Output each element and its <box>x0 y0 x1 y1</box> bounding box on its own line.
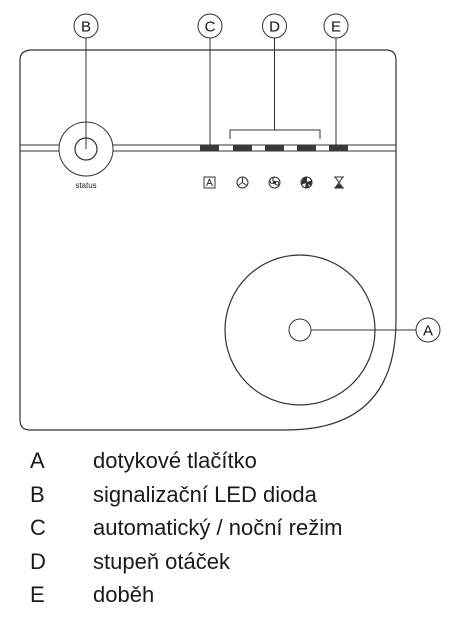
legend-letter: E <box>30 582 45 607</box>
callout-e: E <box>323 13 349 39</box>
legend-letter: B <box>30 481 45 507</box>
legend-item: A dotykové tlačítko <box>30 448 450 482</box>
status-label: status <box>75 181 96 190</box>
svg-text:E: E <box>331 19 341 36</box>
led-auto <box>200 145 219 151</box>
callout-a: A <box>415 317 441 343</box>
led-indicators <box>200 145 348 151</box>
fan-speed-2-icon <box>268 176 281 189</box>
callout-d: D <box>262 13 287 39</box>
legend-text: dotykové tlačítko <box>93 448 257 473</box>
device-diagram: status <box>19 13 441 431</box>
svg-text:A: A <box>423 323 433 340</box>
legend-letter: D <box>30 548 46 574</box>
fan-speed-3-icon <box>300 176 313 189</box>
legend-text: stupeň otáček <box>93 548 230 574</box>
svg-text:D: D <box>269 19 280 36</box>
legend-letter: A <box>30 448 45 473</box>
led-speed-2 <box>265 145 284 151</box>
legend-letter: C <box>30 515 46 540</box>
auto-mode-icon <box>203 176 216 189</box>
legend-item: D stupeň otáček <box>30 549 450 583</box>
led-overrun <box>329 145 348 151</box>
led-speed-1 <box>233 145 252 151</box>
legend-text: signalizační LED dioda <box>93 481 317 507</box>
callout-leaders <box>85 38 416 331</box>
callout-c: C <box>197 13 223 39</box>
legend-item: C automatický / noční režim <box>30 515 450 549</box>
callout-b: B <box>73 13 99 39</box>
hourglass-icon <box>334 176 344 189</box>
legend: A dotykové tlačítko B signalizační LED d… <box>30 448 450 616</box>
fan-speed-1-icon <box>236 176 249 189</box>
svg-text:C: C <box>205 19 216 36</box>
legend-text: automatický / noční režim <box>93 515 343 540</box>
led-speed-3 <box>297 145 316 151</box>
svg-text:B: B <box>81 19 91 36</box>
legend-text: doběh <box>93 582 155 607</box>
legend-item: E doběh <box>30 582 450 616</box>
legend-item: B signalizační LED dioda <box>30 482 450 516</box>
device-housing <box>19 49 397 431</box>
